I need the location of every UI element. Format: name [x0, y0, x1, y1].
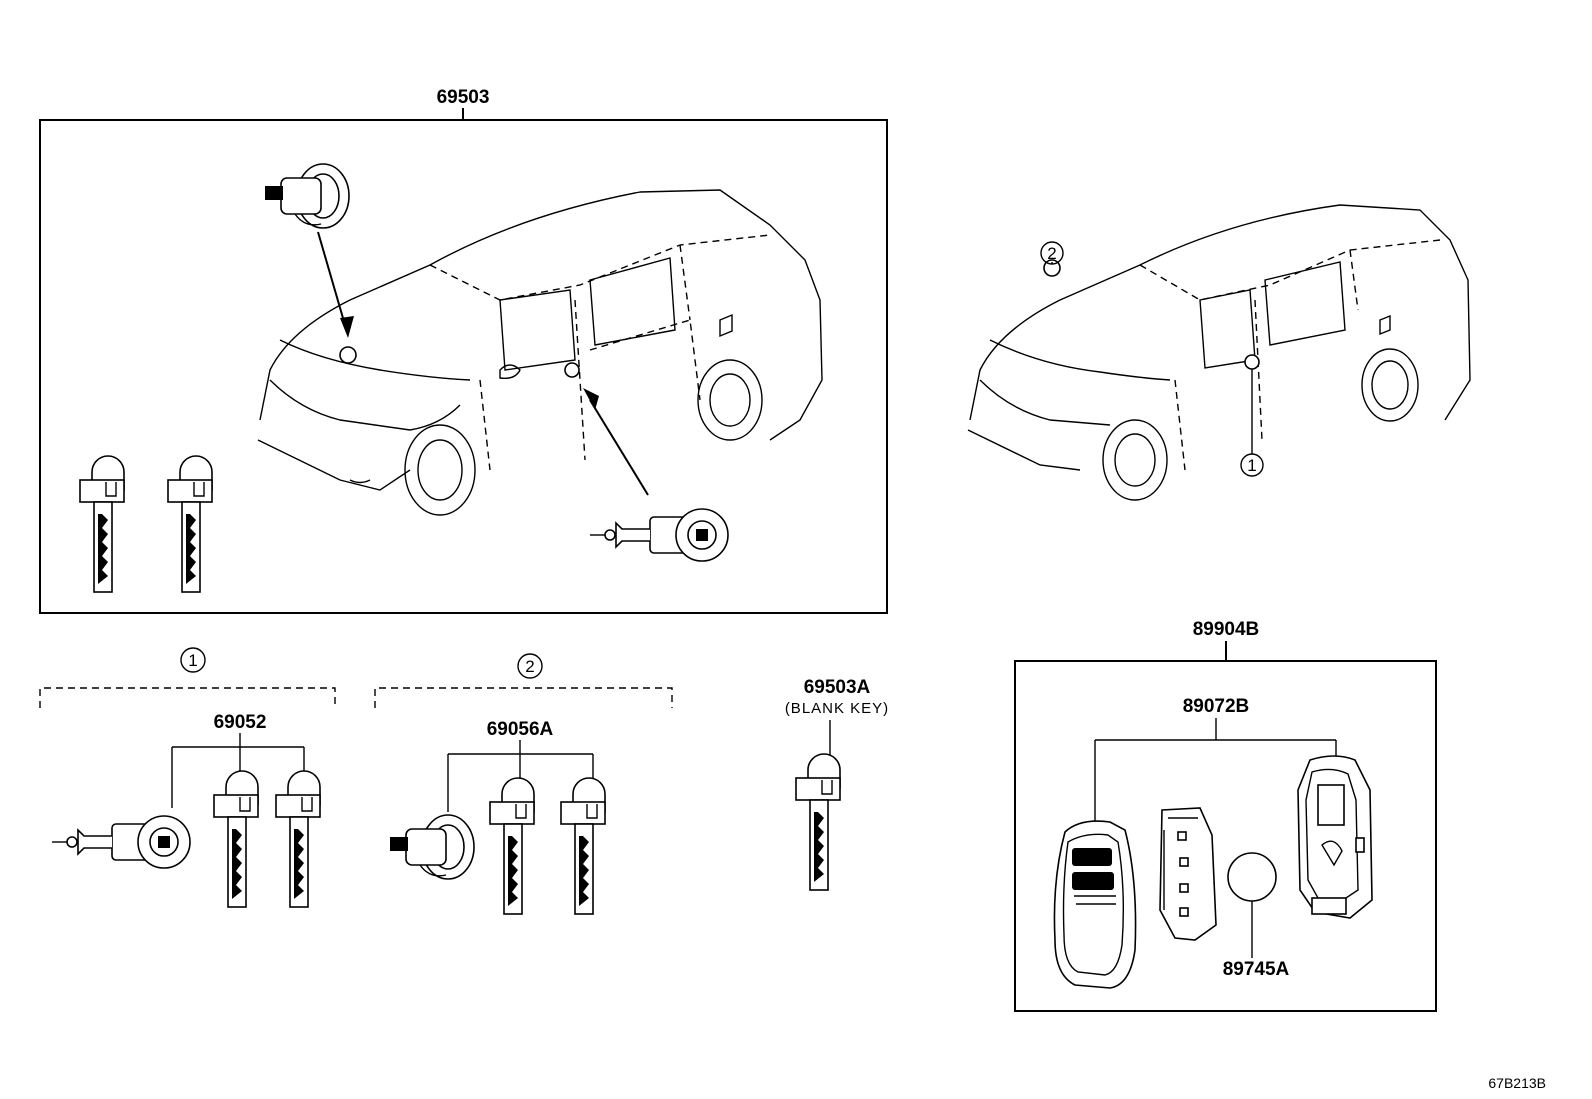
- set-1-key-2: [275, 770, 321, 908]
- van-illustration-right: [967, 204, 1471, 501]
- smart-key-box: [1014, 660, 1437, 1012]
- van-illustration-left: [257, 189, 823, 516]
- set-1-part-number: 69052: [214, 712, 267, 733]
- battery-cell: [1227, 852, 1277, 902]
- battery-part-number: 89745A: [1223, 959, 1290, 980]
- smart-key-case-back: [1297, 755, 1373, 919]
- set-2-part-number: 69056A: [487, 719, 554, 740]
- smart-key-case-front: [1053, 820, 1137, 989]
- set-2-bracket: [374, 687, 673, 708]
- set-1-callout-label: 1: [188, 651, 197, 670]
- set-2-key-2: [560, 777, 606, 915]
- key-blade-2: [167, 455, 213, 593]
- hood-lock-spot: [339, 346, 357, 364]
- figure-reference: 67B213B: [1488, 1075, 1546, 1091]
- door-lock-cylinder: [589, 508, 729, 562]
- set-2-hood-cylinder: [389, 814, 475, 880]
- set-1-bracket: [39, 687, 336, 708]
- set-1-key-1: [213, 770, 259, 908]
- blank-key: [795, 753, 841, 891]
- callout-2-label: 2: [1047, 244, 1056, 263]
- set-2-callout-label: 2: [525, 657, 534, 676]
- key-blade-1: [79, 455, 125, 593]
- smart-key-case-number: 89072B: [1183, 696, 1250, 717]
- set-1-callout-circle: [180, 647, 206, 673]
- smart-key-part-number: 89904B: [1193, 619, 1260, 640]
- kit-box: [39, 119, 888, 614]
- blank-key-note: (BLANK KEY): [785, 700, 889, 717]
- door-lock-spot: [564, 362, 580, 378]
- set-1-door-cylinder: [51, 815, 191, 869]
- hood-lock-cylinder: [264, 163, 350, 229]
- callout-1-label: 1: [1247, 456, 1256, 475]
- set-2-callout-circle: [517, 653, 543, 679]
- set-2-key-1: [489, 777, 535, 915]
- smart-key-circuit-board: [1159, 807, 1217, 941]
- kit-part-number: 69503: [437, 87, 490, 108]
- blank-key-part-number: 69503A: [804, 677, 871, 698]
